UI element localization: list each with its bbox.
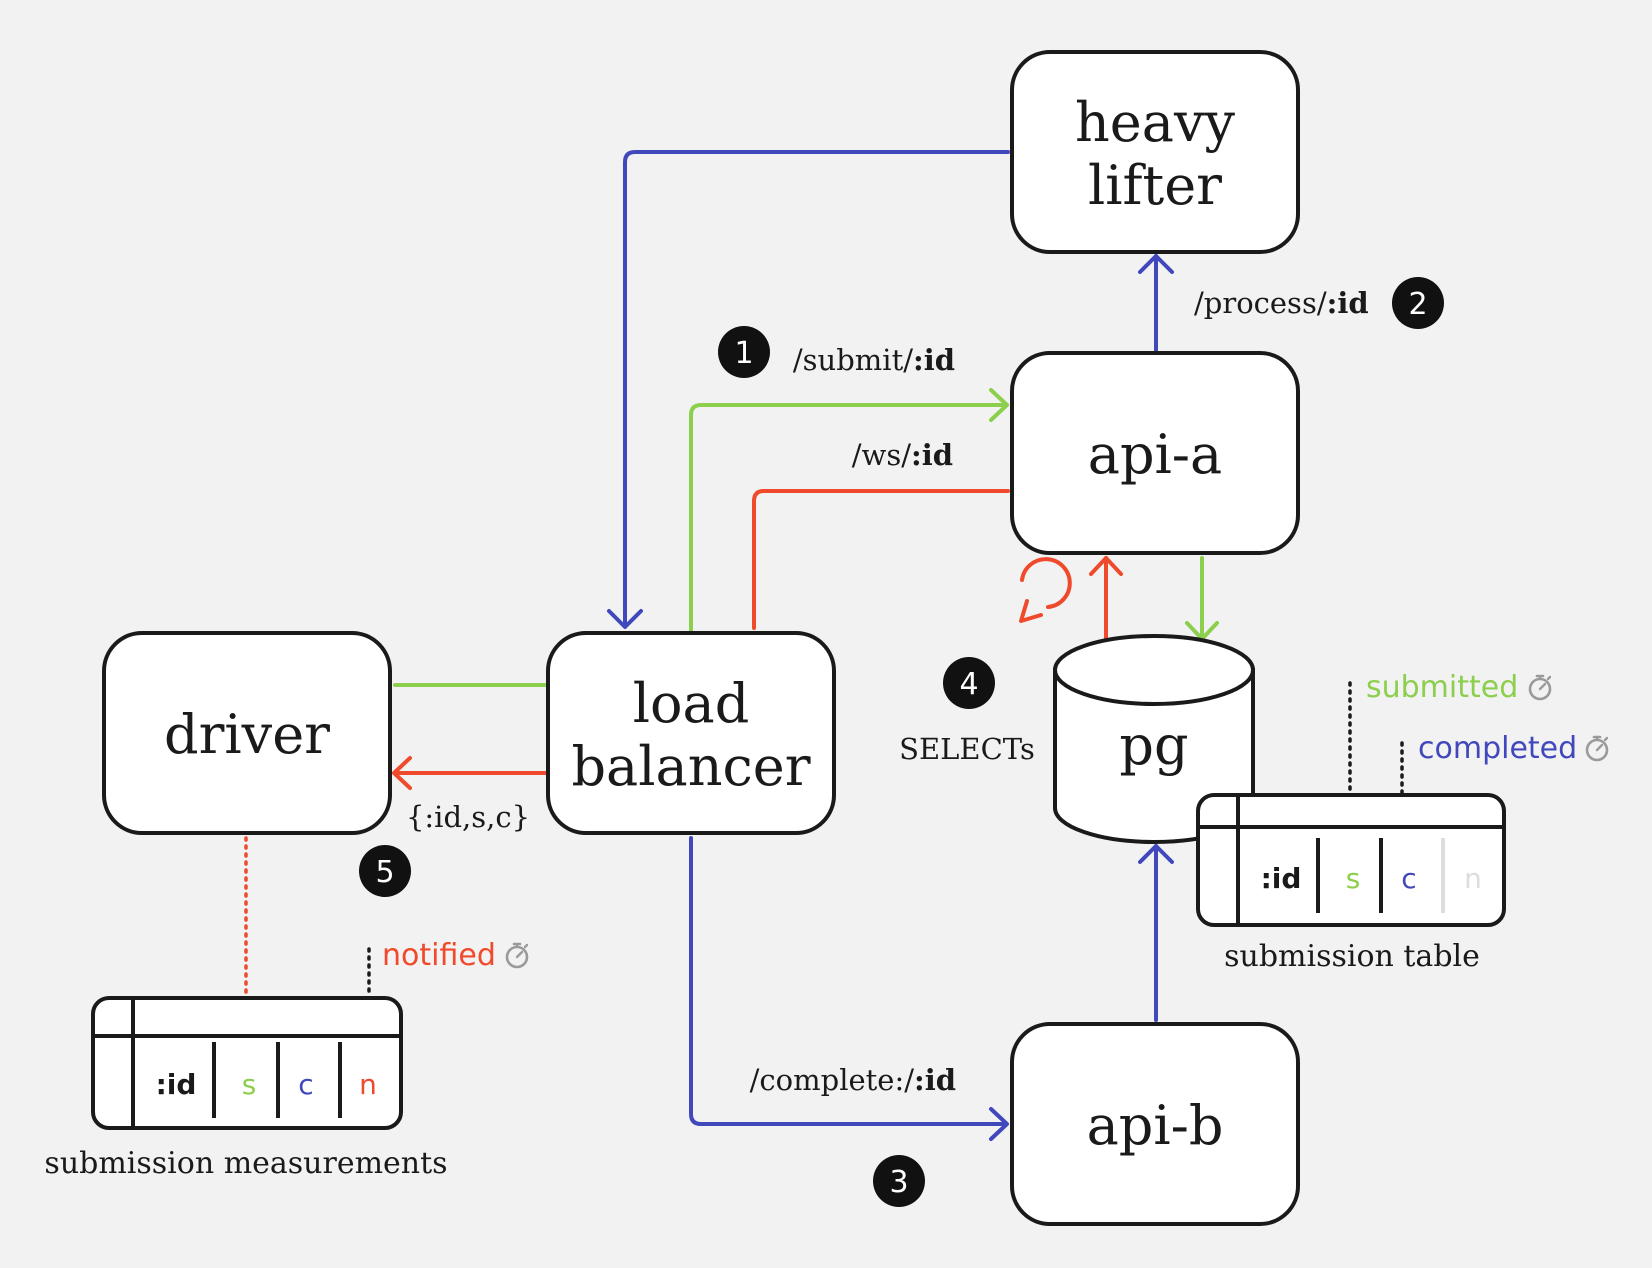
stopwatch-icon bbox=[1585, 735, 1609, 762]
complete-line bbox=[689, 836, 1008, 1126]
table-cell-n: n bbox=[1464, 862, 1482, 895]
svg-text:5: 5 bbox=[375, 855, 394, 890]
driver-node: driver bbox=[102, 631, 392, 835]
refresh-icon bbox=[1019, 557, 1072, 623]
step-badge-5: 5 bbox=[359, 845, 411, 897]
submission-measurements-table: :id s c n bbox=[91, 996, 403, 1130]
stopwatch-icon bbox=[1528, 674, 1552, 701]
heavy-lifter-node: heavy lifter bbox=[1010, 50, 1300, 254]
ws-label: /ws/:id bbox=[852, 438, 953, 472]
heavy-lifter-label-1: heavy bbox=[1075, 91, 1235, 154]
load-balancer-node: load balancer bbox=[546, 631, 836, 835]
completed-timestamp-label: completed bbox=[1418, 731, 1577, 766]
complete-arrowhead bbox=[989, 1107, 1009, 1141]
submit-label: /submit/:id bbox=[793, 343, 955, 377]
complete-label: /complete:/:id bbox=[750, 1063, 956, 1097]
table-cell-s: s bbox=[1346, 862, 1361, 895]
lb-to-driver-arrowhead bbox=[392, 756, 412, 790]
load-balancer-label-1: load bbox=[633, 672, 750, 735]
measurement-cell-id: :id bbox=[156, 1068, 197, 1101]
ws-line bbox=[752, 489, 1010, 630]
notified-timestamp-label: notified bbox=[382, 938, 496, 973]
api-b-node: api-b bbox=[1010, 1022, 1300, 1226]
pg-to-api-a-arrowhead bbox=[1089, 556, 1123, 576]
submission-table-caption: submission table bbox=[1224, 939, 1480, 974]
lifter-to-lb-line bbox=[623, 150, 1010, 627]
api-a-node: api-a bbox=[1010, 351, 1300, 555]
submitted-timestamp-label: submitted bbox=[1366, 670, 1518, 705]
lifter-to-lb-arrowhead bbox=[607, 609, 643, 629]
api-b-to-pg-arrowhead bbox=[1138, 844, 1174, 864]
pg-label: pg bbox=[1119, 714, 1188, 777]
load-balancer-label-2: balancer bbox=[571, 735, 810, 798]
measurement-cell-s: s bbox=[242, 1068, 257, 1101]
svg-text:3: 3 bbox=[889, 1165, 908, 1200]
step-badge-1: 1 bbox=[718, 326, 770, 378]
svg-text:4: 4 bbox=[959, 667, 978, 702]
stopwatch-icon bbox=[505, 942, 529, 969]
submission-table: :id s c n bbox=[1196, 793, 1506, 927]
submit-line bbox=[689, 403, 1008, 632]
process-label: /process/:id bbox=[1194, 286, 1369, 320]
submit-arrowhead bbox=[989, 388, 1009, 422]
selects-label: SELECTs bbox=[899, 732, 1035, 766]
submission-measurements-caption: submission measurements bbox=[44, 1146, 447, 1181]
measurement-cell-c: c bbox=[298, 1068, 313, 1101]
step-badge-3: 3 bbox=[873, 1155, 925, 1207]
api-b-label: api-b bbox=[1087, 1094, 1224, 1157]
table-cell-id: :id bbox=[1261, 862, 1302, 895]
payload-label: {:id,s,c} bbox=[406, 800, 530, 834]
api-a-label: api-a bbox=[1088, 423, 1222, 486]
heavy-lifter-label-2: lifter bbox=[1088, 154, 1222, 217]
table-cell-c: c bbox=[1401, 862, 1416, 895]
step-badge-2: 2 bbox=[1392, 277, 1444, 329]
measurement-cell-n: n bbox=[359, 1068, 377, 1101]
driver-label: driver bbox=[164, 703, 330, 766]
process-arrowhead bbox=[1138, 254, 1174, 274]
svg-text:1: 1 bbox=[734, 336, 753, 371]
step-badge-4: 4 bbox=[943, 657, 995, 709]
svg-text:2: 2 bbox=[1408, 287, 1427, 322]
